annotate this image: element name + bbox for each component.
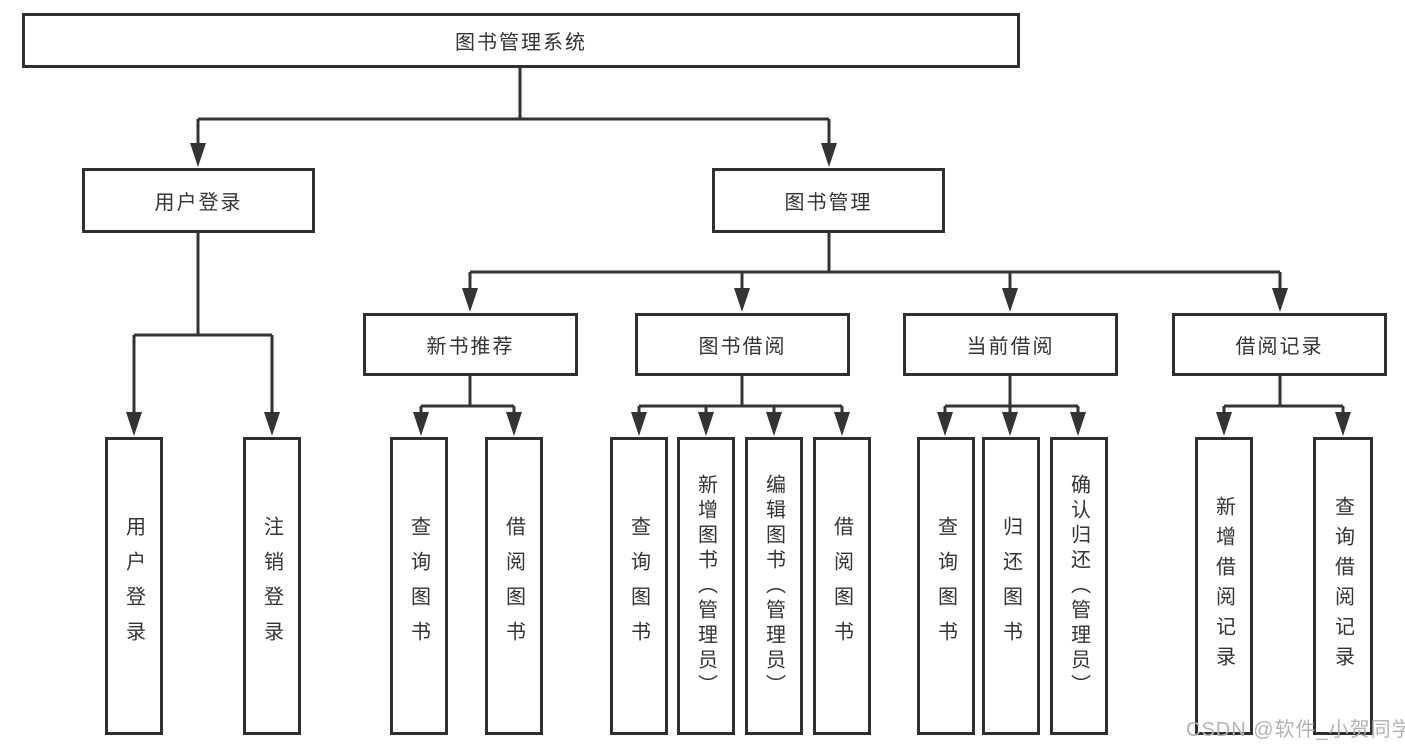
node-label: 查询图书 [407,516,430,656]
node-new-book-recommendation: 新书推荐 [363,313,578,376]
node-label: 编辑图书（管理员） [762,473,785,699]
node-label: 当前借阅 [966,336,1055,358]
node-label: 借阅图书 [830,516,853,656]
leaf-query-books-recommend: 查询图书 [390,437,448,735]
connector-group [126,68,1351,436]
node-book-management-system: 图书管理系统 [22,13,1020,68]
node-label: 用户登录 [122,516,145,656]
node-label: 查询图书 [934,516,957,656]
node-label: 借阅图书 [502,516,525,656]
leaf-query-borrowing-record: 查询借阅记录 [1313,437,1373,735]
node-book-borrowing: 图书借阅 [635,313,850,376]
node-label: 确认归还（管理员） [1067,473,1090,699]
leaf-add-borrowing-record: 新增借阅记录 [1195,437,1253,735]
node-label: 图书管理系统 [455,32,587,54]
node-label: 查询借阅记录 [1331,496,1354,676]
leaf-query-books-current: 查询图书 [917,437,975,735]
node-label: 查询图书 [627,516,650,656]
leaf-borrow-books-recommend: 借阅图书 [485,437,543,735]
arrowhead-glyphs [126,143,1351,436]
node-label: 注销登录 [260,516,283,656]
node-label: 归还图书 [999,516,1022,656]
leaf-borrow-books-borrowing: 借阅图书 [813,437,871,735]
node-label: 图书管理 [784,192,873,214]
leaf-user-login: 用户登录 [105,437,163,735]
node-label: 新增图书（管理员） [694,473,717,699]
node-current-borrowing: 当前借阅 [903,313,1118,376]
node-book-management: 图书管理 [712,168,945,233]
leaf-return-books: 归还图书 [982,437,1040,735]
node-borrowing-records: 借阅记录 [1172,313,1387,376]
node-label: 图书借阅 [698,336,787,358]
leaf-query-books-borrowing: 查询图书 [610,437,668,735]
leaf-confirm-return-admin: 确认归还（管理员） [1050,437,1108,735]
node-label: 用户登录 [154,192,243,214]
leaf-add-books-admin: 新增图书（管理员） [677,437,735,735]
node-label: 新书推荐 [426,336,515,358]
leaf-logout: 注销登录 [243,437,301,735]
leaf-edit-books-admin: 编辑图书（管理员） [745,437,803,735]
node-label: 借阅记录 [1235,336,1324,358]
node-user-login: 用户登录 [82,168,315,233]
csdn-watermark: CSDN @软件_小贺同学 [1186,719,1405,741]
node-label: 新增借阅记录 [1212,496,1235,676]
